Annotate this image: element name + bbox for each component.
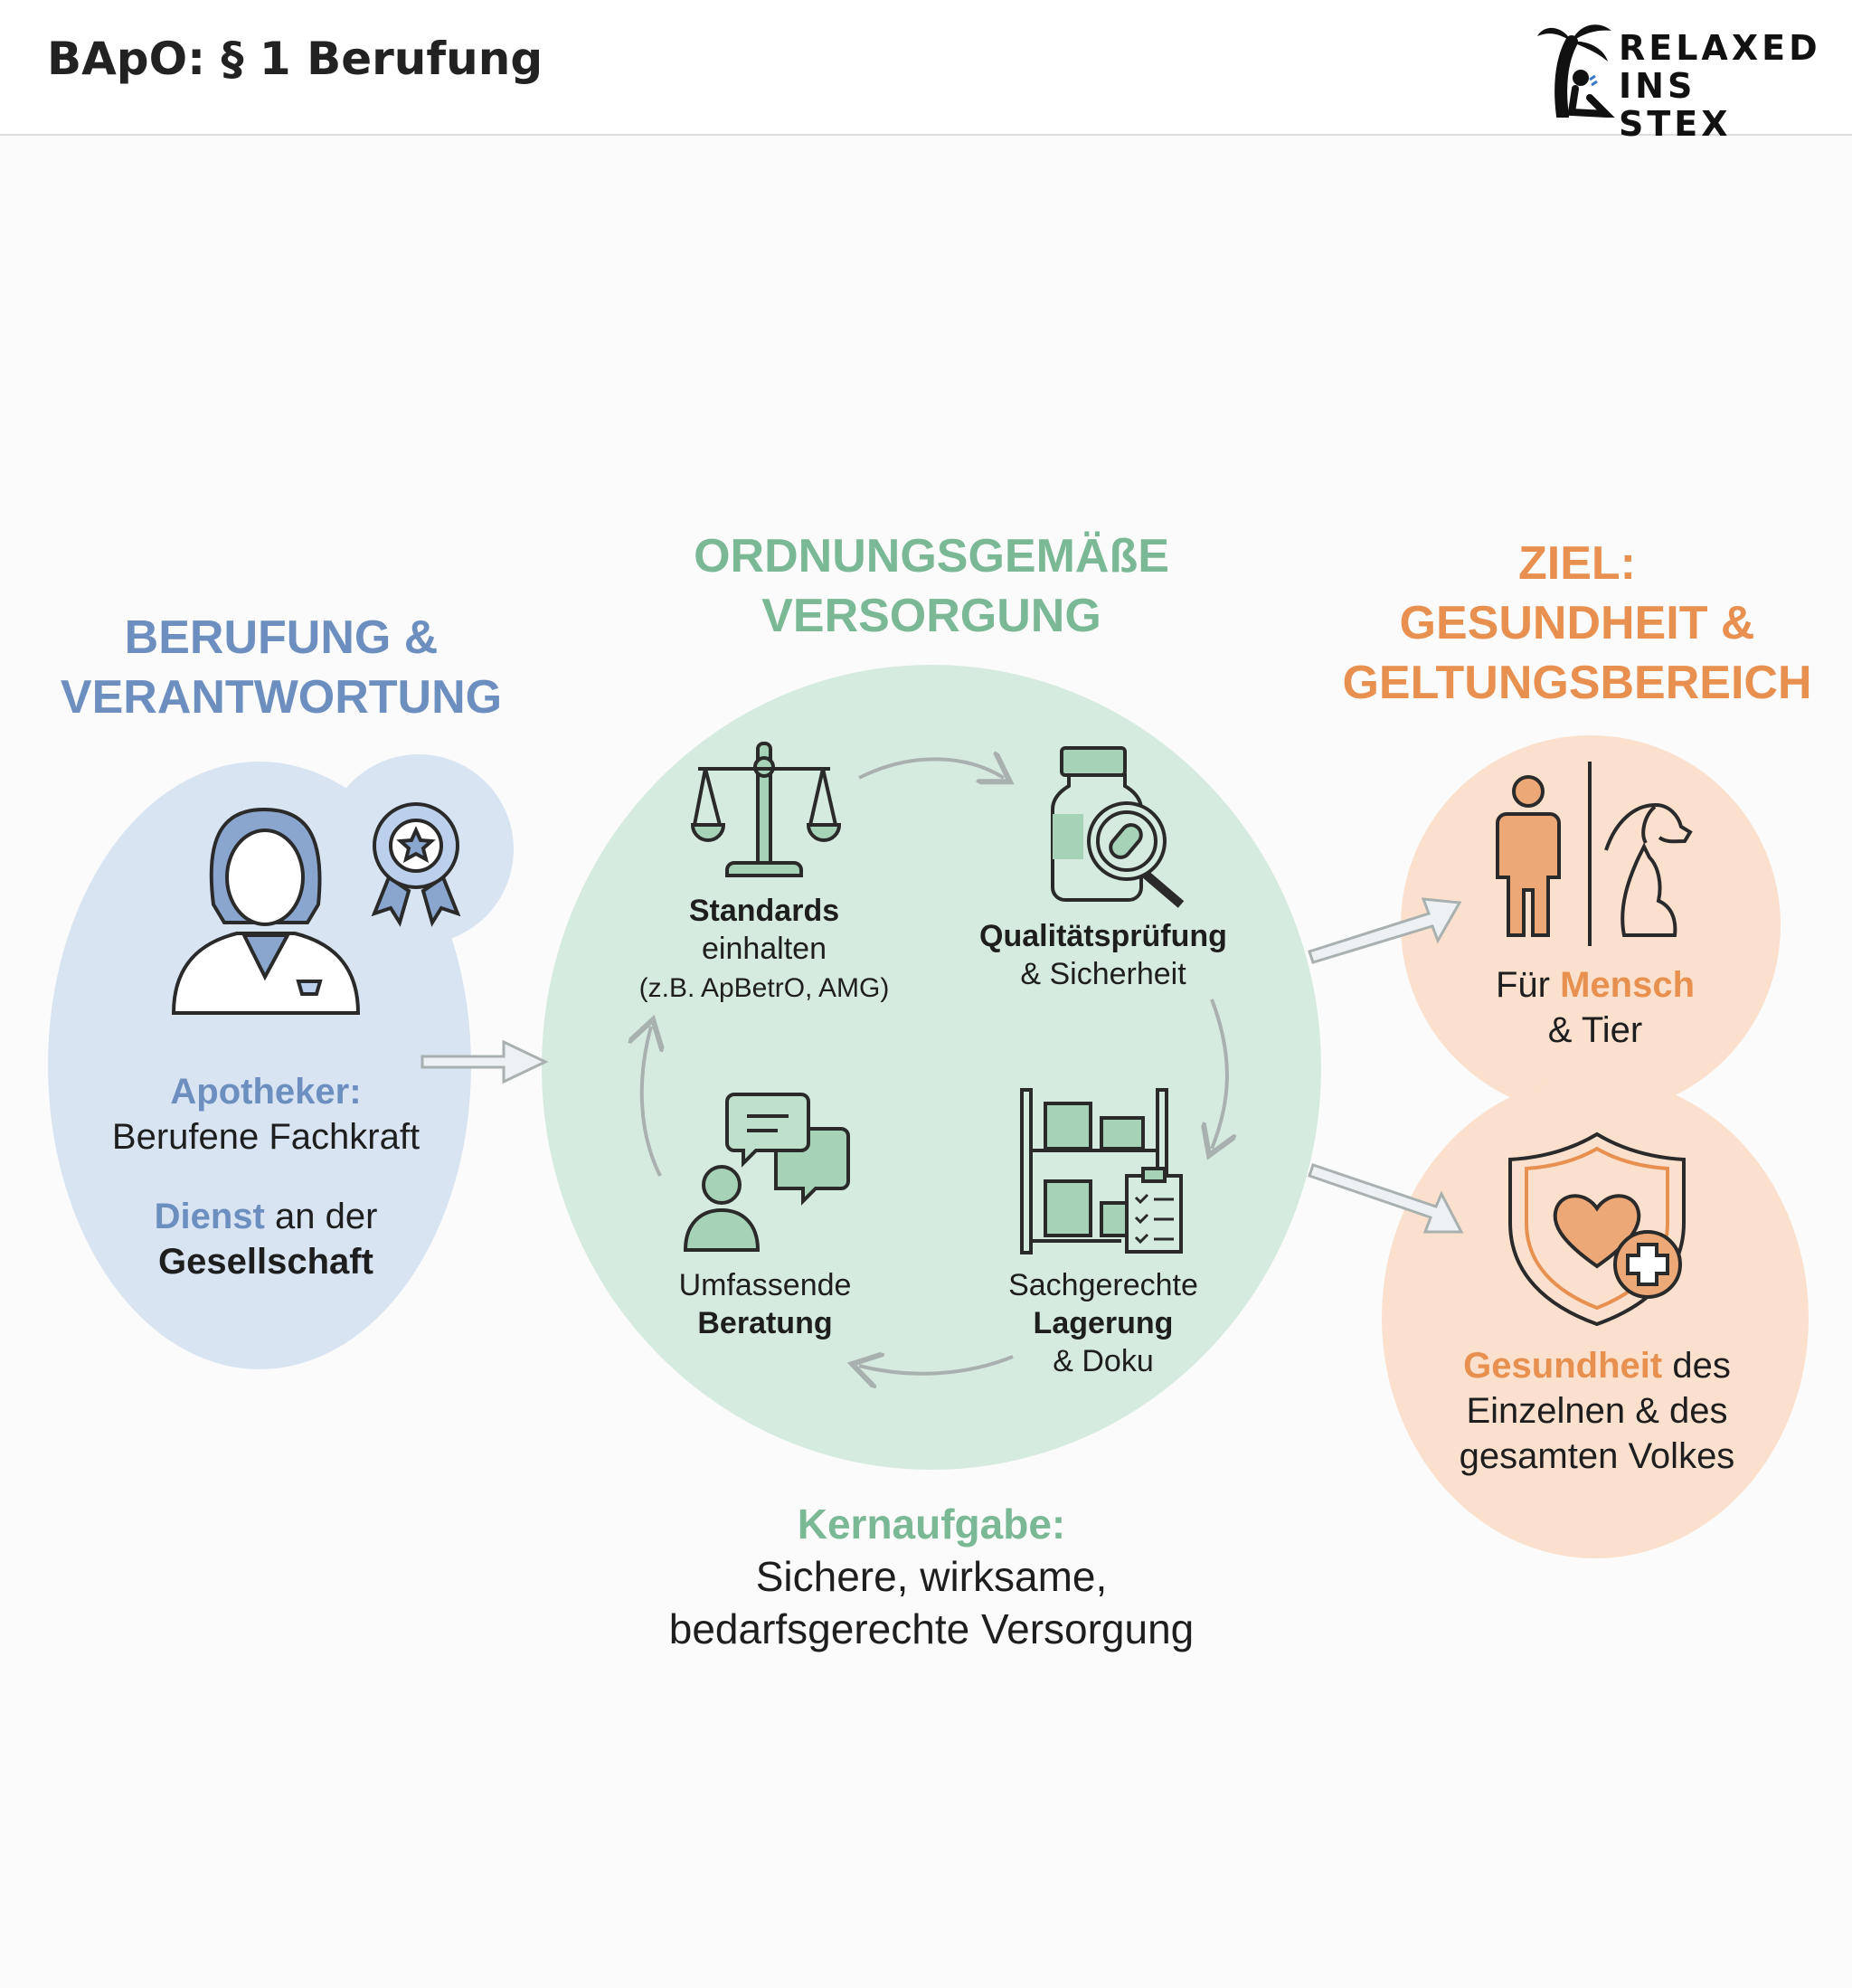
scope-text: Für Mensch& Tier bbox=[1495, 965, 1696, 1050]
quality-label: Qualitätsprüfung& Sicherheit bbox=[979, 919, 1227, 991]
bottle-magnifier-icon bbox=[1051, 746, 1185, 908]
cycle-arrows bbox=[642, 759, 1227, 1373]
consultation-icon bbox=[683, 1093, 850, 1252]
left-heading: BERUFUNG &VERANTWORTUNG bbox=[60, 611, 503, 724]
pharmacist-icon bbox=[171, 807, 361, 1015]
arrow-to-scope bbox=[1308, 897, 1462, 964]
arrow-left-to-center bbox=[420, 1039, 549, 1084]
award-badge-icon bbox=[371, 802, 461, 927]
core-task: Kernaufgabe:Sichere, wirksame,bedarfsger… bbox=[668, 1500, 1195, 1652]
human-animal-icon bbox=[1496, 762, 1693, 946]
role-text: Apotheker:Berufene Fachkraft bbox=[111, 1072, 420, 1157]
arrow-to-goal bbox=[1308, 1163, 1464, 1234]
scales-icon bbox=[690, 742, 842, 877]
page-title: BApO: § 1 Berufung bbox=[47, 33, 543, 85]
right-heading: ZIEL:GESUNDHEIT &GELTUNGSBEREICH bbox=[1342, 537, 1812, 709]
storage-shelf-icon bbox=[1020, 1088, 1183, 1254]
center-circle bbox=[542, 665, 1321, 1470]
shield-heart-icon bbox=[1508, 1131, 1686, 1327]
palm-reader-icon bbox=[1537, 24, 1616, 122]
